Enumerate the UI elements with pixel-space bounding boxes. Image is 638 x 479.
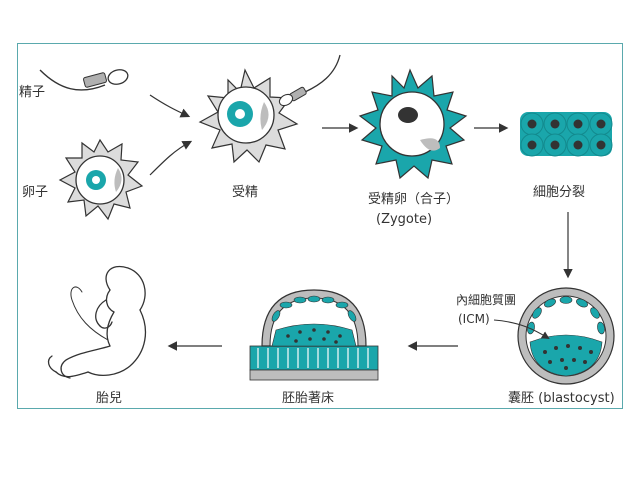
cleavage-cells [520,112,613,157]
egg-cell [58,138,144,221]
implantation-embryo [249,289,379,381]
label-fertilization: 受精 [232,185,258,200]
label-sperm: 精子 [19,85,45,100]
label-zygote: 受精卵（合子） [368,192,459,207]
label-egg: 卵子 [22,185,48,200]
fetus-figure [47,265,147,379]
arrow-sperm-to-fertilization [149,94,191,118]
label-fetus: 胎兒 [96,391,122,406]
label-icm: 內細胞質團 [456,292,516,307]
zygote-cell [358,68,468,180]
label-implantation: 胚胎著床 [282,391,334,406]
sperm-cell [39,69,129,91]
label-icm-en: (ICM) [458,312,490,326]
label-cleavage: 細胞分裂 [533,185,585,200]
label-zygote-en: (Zygote) [376,212,432,227]
label-blastocyst: 囊胚 (blastocyst) [508,390,615,406]
blastocyst-cell [517,287,615,385]
fertilization-cell [198,54,341,164]
arrow-egg-to-fertilization [149,140,193,176]
arrow-icm-pointer [493,319,550,340]
